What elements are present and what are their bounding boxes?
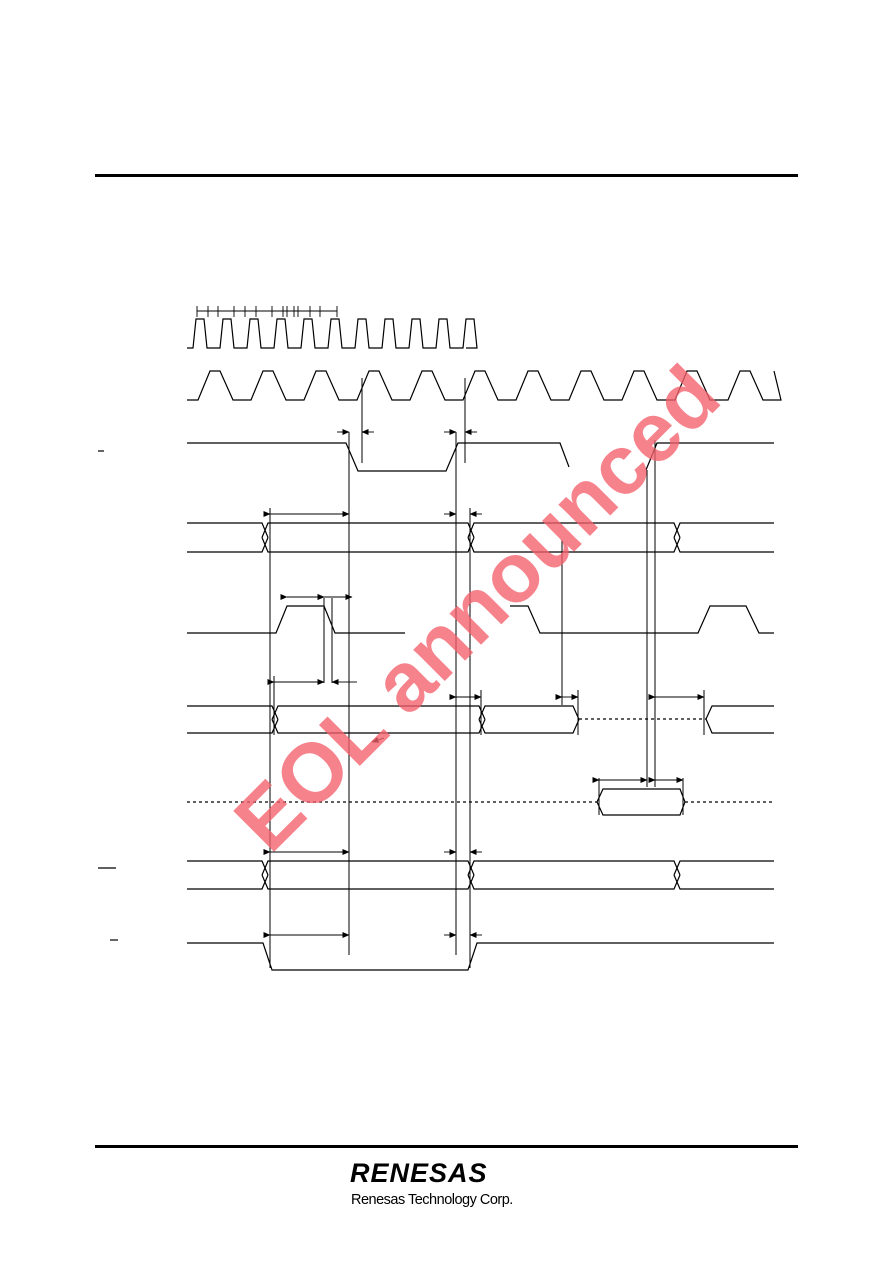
enable-waveform: [187, 942, 774, 971]
pointer-arrow: [371, 737, 385, 743]
data-bus-waveform: [705, 705, 774, 720]
footer-rule: [95, 1145, 798, 1148]
chip-select-waveform: [673, 860, 774, 876]
data-bus-waveform: [187, 719, 279, 734]
read-data-valid: [596, 788, 686, 816]
header-rule: [95, 174, 798, 177]
address-bus-waveform: [187, 537, 269, 553]
chip-select-waveform: [467, 860, 681, 876]
data-bus-waveform: [187, 705, 279, 720]
company-name: Renesas Technology Corp.: [351, 1192, 513, 1208]
address-bus-waveform: [261, 522, 475, 538]
address-bus-waveform: [187, 522, 269, 538]
control-pulse-waveform: [187, 605, 405, 634]
data-bus-waveform: [705, 718, 774, 734]
strobe-waveform: [187, 442, 570, 472]
strobe-waveform-return: [645, 442, 774, 471]
chip-select-waveform: [467, 874, 681, 890]
chip-select-waveform: [673, 874, 774, 890]
address-bus-waveform: [261, 537, 475, 553]
chip-select-waveform: [261, 860, 475, 876]
chip-select-waveform: [187, 860, 269, 876]
chip-select-waveform: [261, 874, 475, 890]
data-bus-waveform: [478, 719, 580, 734]
system-clock-waveform: [187, 370, 782, 401]
control-pulse-waveform-2: [510, 605, 774, 634]
address-bus-waveform: [673, 537, 774, 553]
fast-clock-waveform: [187, 318, 478, 349]
renesas-logo: RENESAS: [350, 1158, 488, 1188]
address-bus-waveform: [673, 522, 774, 538]
chip-select-waveform: [187, 874, 269, 890]
footer-logo: RENESAS Renesas Technology Corp.: [0, 1158, 892, 1218]
data-bus-waveform: [478, 705, 580, 720]
